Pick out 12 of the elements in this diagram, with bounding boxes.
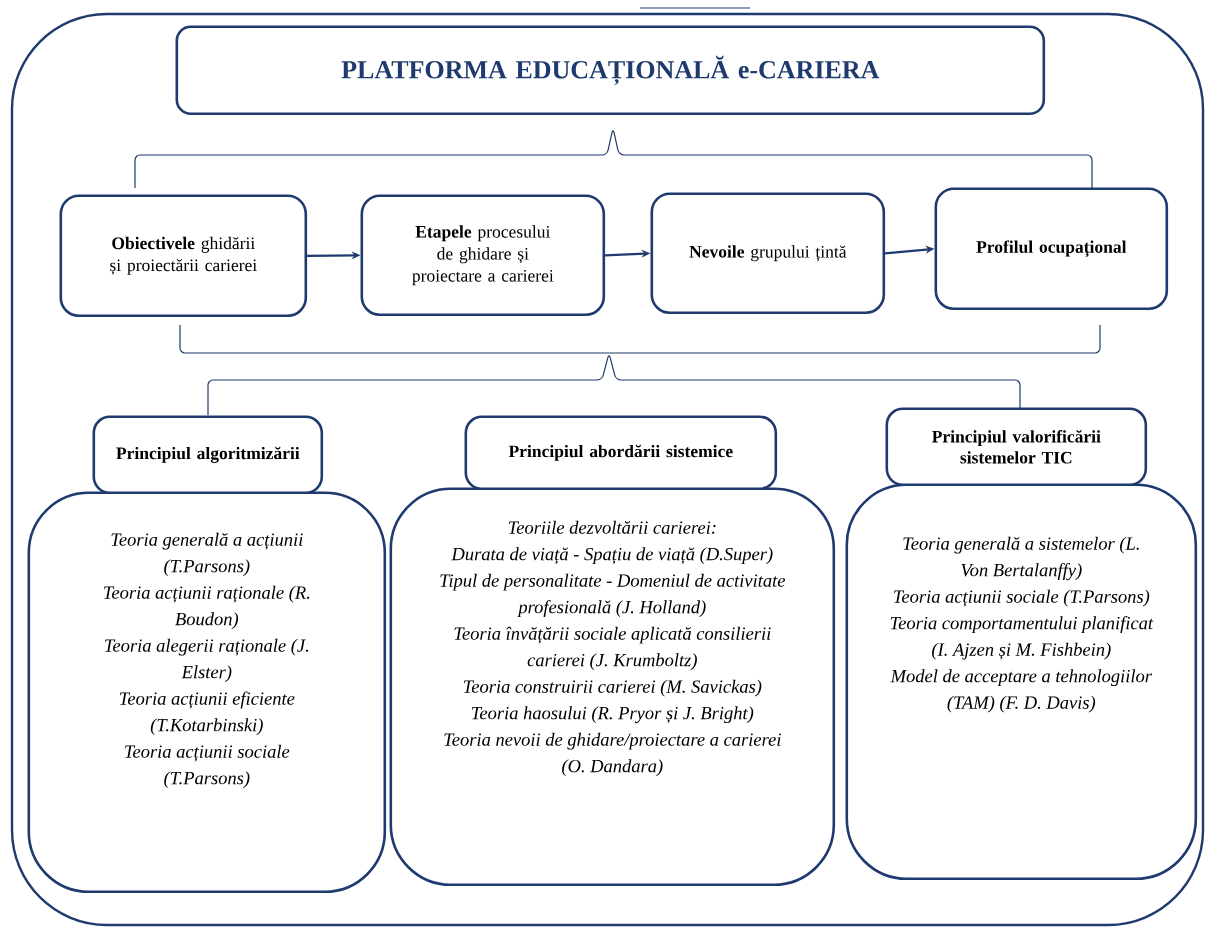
principle-box: Principiul algoritmizării xyxy=(92,415,324,495)
title-box: PLATFORMA EDUCAȚIONALĂ e-CARIERA xyxy=(175,25,1046,116)
theory-box: Teoriile dezvoltării carierei: Durata de viață - Spațiu de viață (D.Super) Tipul de personalitate - Domeniul de activitate profesională (J. Holland) Teoria învățării sociale aplicată consilierii carierei (J. Krumboltz) Teoria construirii carierei (M. Savickas) Teoria haosului (R. Pryor și J. Bright) Teoria nevoii de ghidare/proiectare a carierei (O. Dandara) xyxy=(389,487,836,887)
principle-box: Principiul valorificării sistemelor TIC xyxy=(885,407,1148,487)
theory-box: Teoria generală a acțiunii (T.Parsons) Teoria acțiunii raționale (R. Boudon) Teoria alegerii raționale (J. Elster) Teoria acțiunii eficiente (T.Kotarbinski) Teoria acțiunii sociale (T.Parsons) xyxy=(27,491,387,894)
process-box: Nevoile grupului țintă xyxy=(650,192,886,315)
process-box: Etapele procesului de ghidare și proiectare a carierei xyxy=(360,194,606,317)
principle-box: Principiul abordării sistemice xyxy=(464,415,778,491)
outer-frame xyxy=(10,12,1205,927)
process-box: Profilul ocupațional xyxy=(934,187,1169,311)
process-box: Obiectivele ghidării și proiectării carierei xyxy=(59,194,308,318)
theory-box: Teoria generală a sistemelor (L. Von Bertalanffy) Teoria acțiunii sociale (T.Parsons) Teoria comportamentului planificat (I. Ajzen și M. Fishbein) Model de acceptare a tehnologiilor (TAM) (F. D. Davis) xyxy=(845,483,1198,881)
